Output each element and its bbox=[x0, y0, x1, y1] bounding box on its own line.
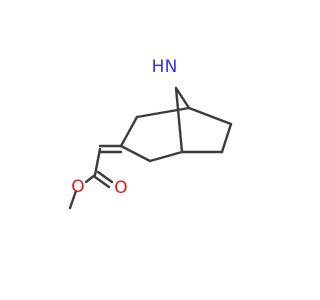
molecular-structure: N H O O bbox=[68, 57, 233, 210]
atom-labels: N H O O bbox=[71, 57, 177, 198]
ester-oxygen-atom-label: O bbox=[71, 177, 84, 197]
nitrogen-atom-label: N bbox=[165, 57, 178, 77]
bond-bridgehead-bottom-to-c4 bbox=[148, 150, 184, 163]
bond-c4-to-c3 bbox=[119, 144, 152, 163]
ring-bonds bbox=[119, 86, 233, 163]
bond-carbonyl-carbon-to-ester-oxygen bbox=[84, 173, 97, 184]
bond-c3-to-c2 bbox=[119, 115, 139, 148]
ester-side-chain-bonds bbox=[68, 144, 123, 210]
bond-bridgehead-top-to-nitrogen bbox=[174, 86, 191, 110]
bond-c2-to-bridgehead-top bbox=[135, 106, 191, 119]
bond-nitrogen-to-bridgehead-bottom bbox=[174, 86, 184, 154]
bond-ch2-right-to-ch2-lower bbox=[220, 122, 233, 154]
carbonyl-oxygen-atom-label: O bbox=[114, 178, 127, 198]
bond-bridgehead-top-to-ch2-right bbox=[187, 106, 233, 126]
bond-ester-oxygen-to-methyl bbox=[68, 189, 78, 210]
bond-ch-to-carbonyl-carbon bbox=[93, 147, 102, 177]
hydrogen-atom-label: H bbox=[152, 57, 165, 77]
double-bond-carbonyl-line2 bbox=[93, 175, 111, 189]
double-bond-carbonyl-line1 bbox=[96, 170, 114, 184]
